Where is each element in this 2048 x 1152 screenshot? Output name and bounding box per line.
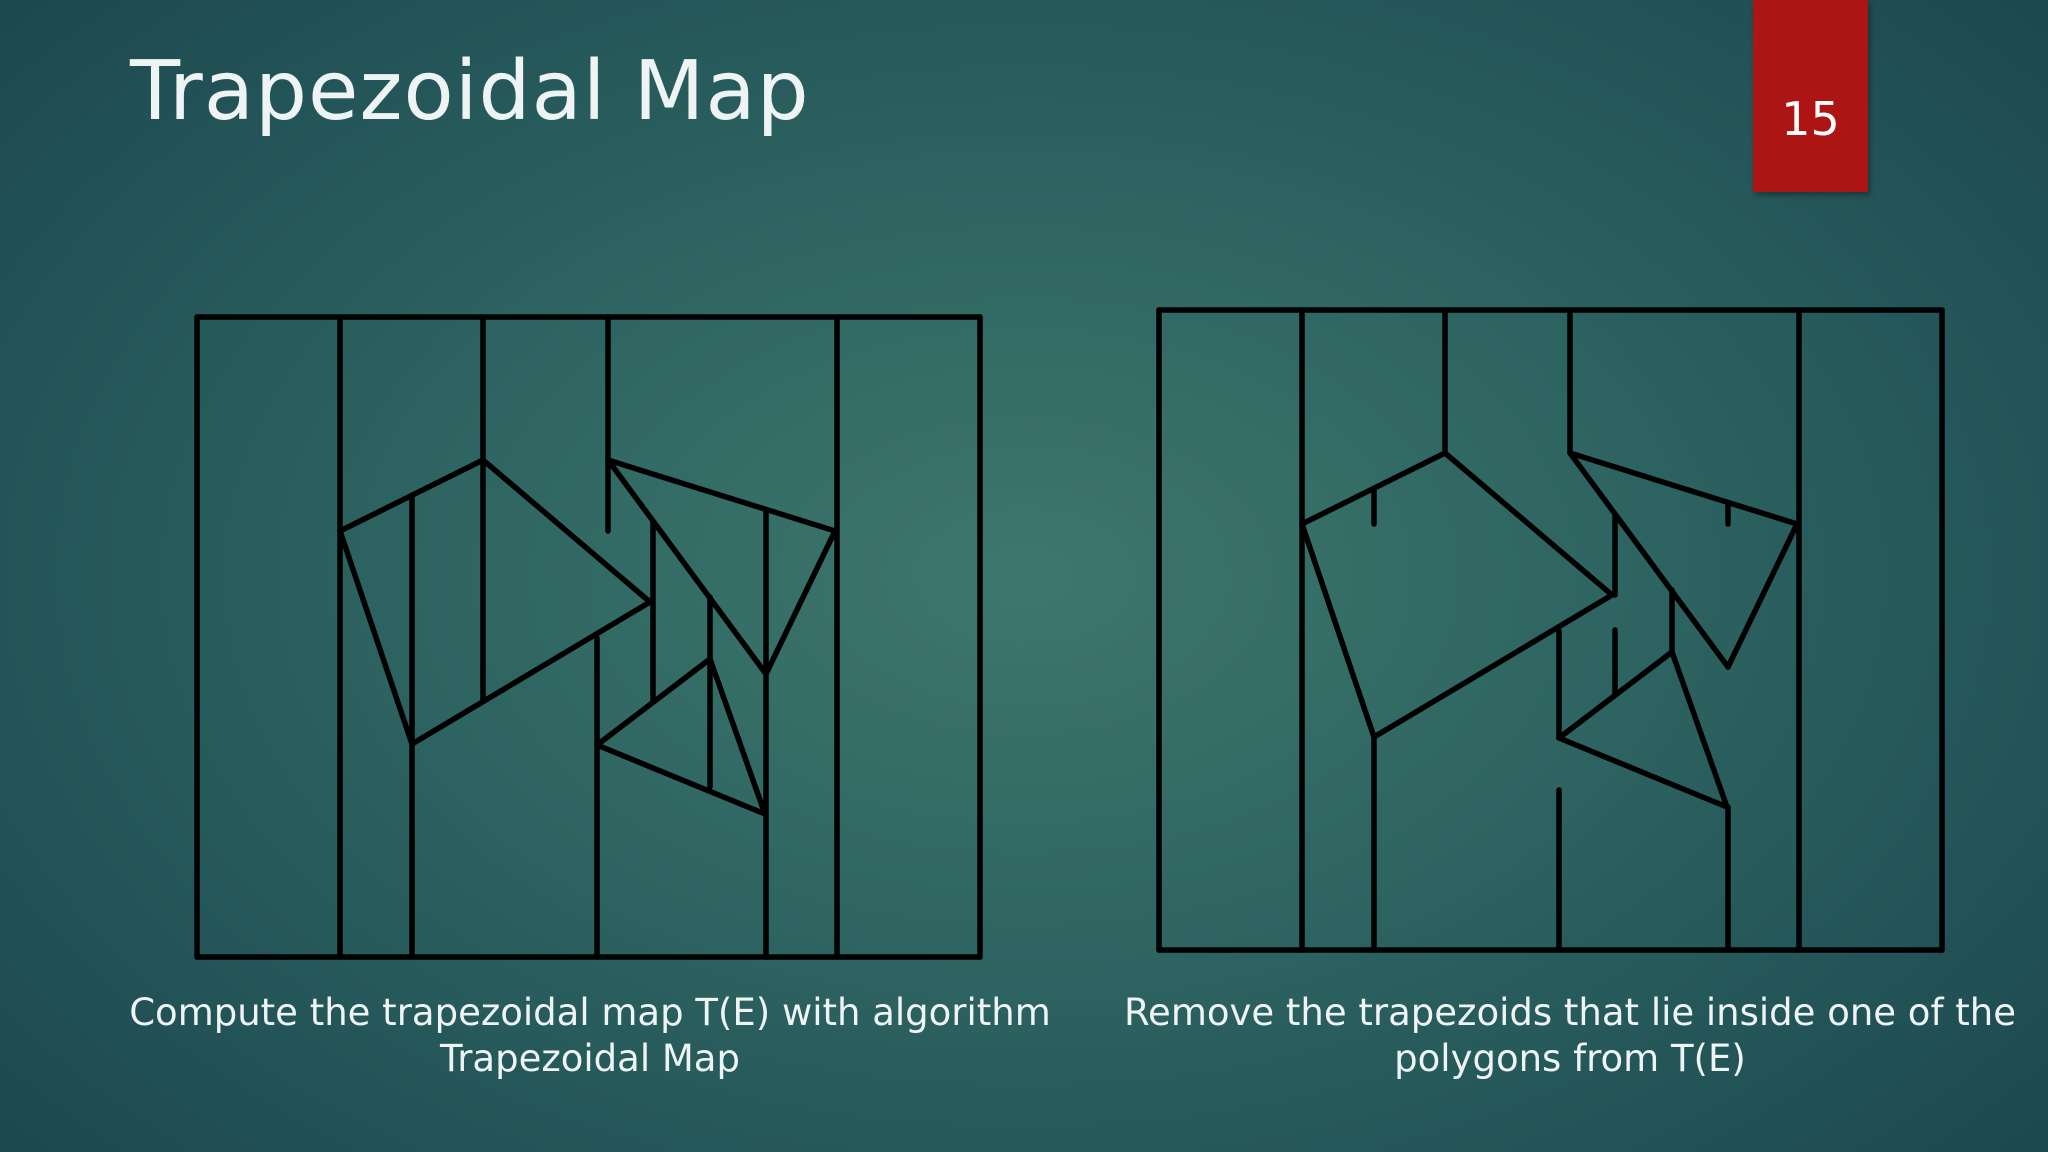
polygon-lower-triangle	[1556, 649, 1730, 810]
slide-title: Trapezoidal Map	[130, 44, 810, 139]
bounding-box	[194, 314, 983, 960]
left-diagram-caption: Compute the trapezoidal map T(E) with al…	[129, 991, 1051, 1080]
polygon-pentagon	[1299, 450, 1615, 740]
polygon-upper-triangle	[605, 457, 838, 677]
right-diagram-caption: Remove the trapezoids that lie inside on…	[1124, 991, 2016, 1080]
page-number: 15	[1781, 92, 1840, 146]
vertical-extensions	[337, 314, 840, 960]
polygon-upper-triangle	[1567, 450, 1800, 670]
vertical-extensions	[1299, 307, 1802, 953]
page-number-badge: 15	[1753, 0, 1868, 192]
bounding-box	[1156, 307, 1945, 953]
